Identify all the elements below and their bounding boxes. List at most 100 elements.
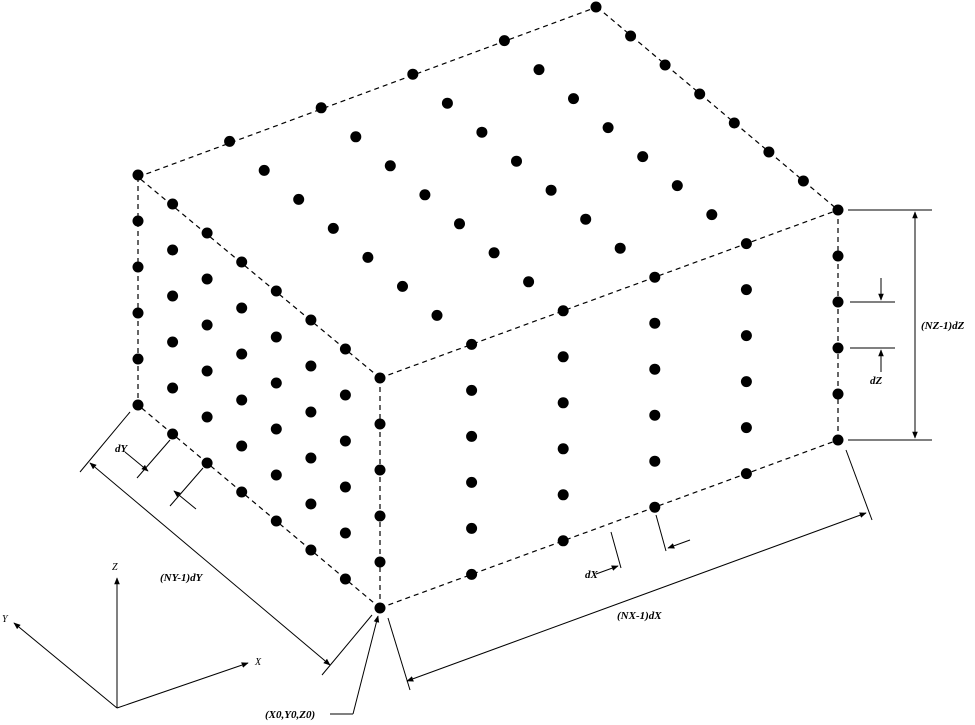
grid-point-left bbox=[236, 440, 248, 452]
origin-label: (X0,Y0,Z0) bbox=[265, 709, 315, 721]
grid-point-top bbox=[384, 160, 396, 172]
y-axis-label: Y bbox=[2, 614, 9, 625]
grid-point-top bbox=[590, 1, 602, 13]
grid-point-left bbox=[201, 227, 213, 239]
grid-point-front bbox=[740, 238, 752, 250]
ny-extension-bottom bbox=[321, 614, 373, 676]
grid-point-front bbox=[740, 330, 752, 342]
grid-point-front bbox=[557, 351, 569, 363]
ny-dimension-arrow bbox=[89, 462, 331, 666]
grid-point-left bbox=[132, 169, 144, 181]
grid-point-front bbox=[557, 535, 569, 547]
nx-extension-left bbox=[387, 617, 411, 691]
grid-point-left bbox=[339, 343, 351, 355]
dimension-dz bbox=[850, 278, 895, 372]
grid-point-top bbox=[728, 117, 740, 129]
y-axis-line bbox=[13, 622, 118, 709]
grid-point-left bbox=[167, 198, 179, 210]
grid-point-left bbox=[236, 302, 248, 314]
axes-triad bbox=[13, 577, 249, 709]
grid-point-left bbox=[305, 360, 317, 372]
grid-point-top bbox=[441, 97, 453, 109]
grid-point-front bbox=[740, 468, 752, 480]
grid-point-top bbox=[533, 64, 545, 76]
grid-point-front bbox=[466, 384, 478, 396]
dx-extension-1 bbox=[610, 531, 622, 569]
grid-point-top bbox=[407, 68, 419, 80]
grid-point-top bbox=[797, 175, 809, 187]
nx-length-label: (NX-1)dX bbox=[617, 610, 662, 622]
grid-point-top bbox=[545, 184, 557, 196]
grid-point-front bbox=[832, 250, 844, 262]
grid-point-top bbox=[224, 135, 236, 147]
grid-point-left bbox=[132, 353, 144, 365]
nz-length-label: (NZ-1)dZ bbox=[921, 320, 965, 332]
grid-point-left bbox=[201, 457, 213, 469]
edge-back-left bbox=[137, 6, 598, 178]
grid-point-top bbox=[258, 164, 270, 176]
grid-point-top bbox=[523, 276, 535, 288]
grid-points bbox=[132, 1, 844, 614]
ny-length-label: (NY-1)dY bbox=[160, 572, 204, 584]
grid-point-front bbox=[557, 397, 569, 409]
grid-point-top bbox=[476, 126, 488, 138]
grid-point-top bbox=[350, 131, 362, 143]
grid-point-top bbox=[511, 155, 522, 167]
origin-callout bbox=[330, 615, 380, 715]
dz-label: dZ bbox=[870, 375, 883, 387]
grid-point-top bbox=[568, 93, 579, 105]
grid-point-front bbox=[374, 464, 386, 476]
grid-point-top bbox=[454, 218, 465, 230]
grid-point-left bbox=[132, 261, 144, 273]
grid-point-front bbox=[466, 338, 478, 350]
grid-point-top bbox=[659, 59, 671, 71]
grid-point-top bbox=[419, 189, 431, 201]
grid-point-top bbox=[362, 251, 374, 263]
nx-extension-right bbox=[845, 449, 873, 521]
grid-point-top bbox=[625, 30, 637, 42]
grid-point-left bbox=[339, 389, 351, 401]
dx-arrow-left bbox=[595, 565, 619, 575]
grid-point-front bbox=[557, 489, 569, 501]
dx-arrow-right bbox=[667, 539, 691, 549]
grid-point-left bbox=[339, 481, 351, 493]
dy-extension-2 bbox=[169, 467, 204, 507]
edge-left-top bbox=[137, 176, 381, 379]
grid-point-front bbox=[374, 372, 386, 384]
grid-point-left bbox=[305, 452, 317, 464]
grid-point-left bbox=[305, 314, 317, 326]
grid-point-left bbox=[270, 469, 282, 481]
dx-extension-2 bbox=[655, 514, 667, 552]
dimension-dy bbox=[124, 439, 204, 510]
grid-point-top bbox=[763, 146, 775, 158]
grid-point-left bbox=[167, 382, 179, 394]
ny-extension-top bbox=[79, 411, 131, 473]
dimension-ny bbox=[79, 411, 373, 676]
grid-point-left bbox=[167, 336, 179, 348]
dy-arrow-top bbox=[124, 451, 149, 472]
grid-point-left bbox=[236, 394, 248, 406]
grid-point-front bbox=[374, 602, 386, 614]
grid-point-top bbox=[293, 193, 305, 205]
edge-front-bottom bbox=[379, 439, 839, 609]
dimension-nz bbox=[848, 209, 932, 441]
grid-point-front bbox=[649, 317, 661, 329]
grid-point-left bbox=[270, 423, 282, 435]
dimension-dx bbox=[595, 514, 691, 575]
grid-point-left bbox=[305, 406, 317, 418]
grid-point-top bbox=[614, 242, 626, 254]
grid-point-front bbox=[649, 501, 661, 513]
grid-point-top bbox=[694, 88, 706, 100]
grid-point-left bbox=[132, 399, 144, 411]
grid-point-left bbox=[167, 428, 179, 440]
grid-point-left bbox=[236, 256, 248, 268]
grid-point-front bbox=[740, 422, 752, 434]
grid-point-front bbox=[649, 455, 661, 467]
grid-point-left bbox=[236, 486, 248, 498]
grid-point-front bbox=[832, 342, 844, 354]
grid-point-front bbox=[466, 476, 478, 488]
grid-point-left bbox=[132, 215, 144, 227]
grid-point-top bbox=[488, 247, 500, 259]
grid-point-front bbox=[649, 409, 661, 421]
